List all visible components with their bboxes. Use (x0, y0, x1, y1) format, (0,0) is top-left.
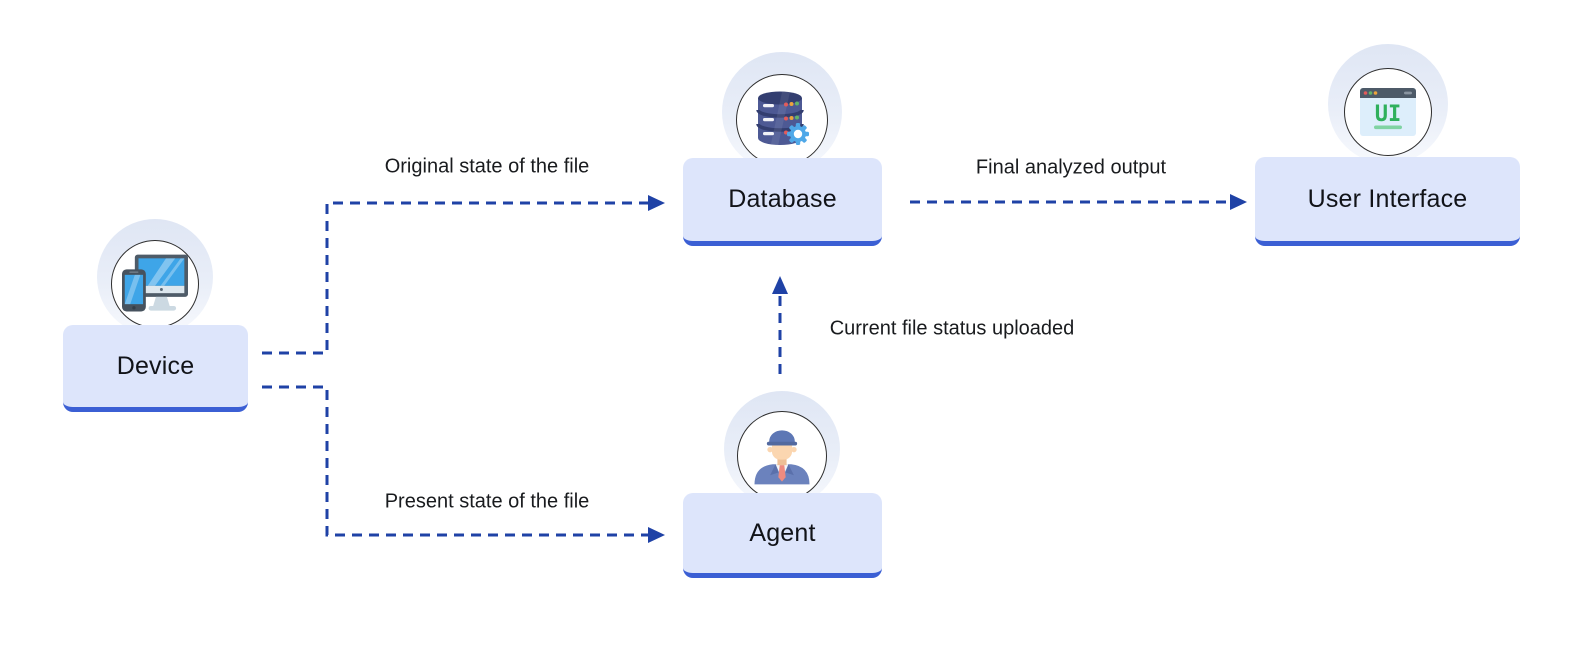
edge-device-to-agent (262, 385, 648, 537)
node-agent: Agent (683, 493, 882, 578)
browser-ui-icon: UI (1360, 88, 1416, 136)
node-user-interface: User Interface (1255, 157, 1520, 246)
node-agent-label: Agent (749, 518, 816, 547)
node-user-interface-label: User Interface (1307, 184, 1468, 213)
node-device-label: Device (116, 351, 195, 380)
edge-device-to-database (262, 201, 648, 355)
edge-label-final-output: Final analyzed output (975, 156, 1167, 179)
edge-label-original-state: Original state of the file (384, 155, 590, 178)
device-icon-circle (111, 240, 199, 328)
agent-icon-circle (737, 411, 827, 501)
ui-glyph-text: UI (1375, 102, 1402, 127)
devices-icon (122, 254, 188, 312)
arrowhead-to-agent (648, 527, 665, 543)
arrowhead-to-database (648, 195, 665, 211)
database-gear-icon (756, 91, 809, 146)
agent-person-icon (754, 430, 810, 485)
arrowhead-to-ui (1230, 194, 1247, 210)
arrowhead-up-to-database (772, 276, 788, 294)
node-device: Device (63, 325, 248, 412)
node-database: Database (683, 158, 882, 246)
edge-label-current-status: Current file status uploaded (829, 317, 1075, 340)
node-database-label: Database (728, 185, 837, 213)
ui-icon-circle: UI (1344, 68, 1432, 156)
database-icon-circle (736, 74, 828, 166)
edge-label-present-state: Present state of the file (384, 490, 590, 513)
